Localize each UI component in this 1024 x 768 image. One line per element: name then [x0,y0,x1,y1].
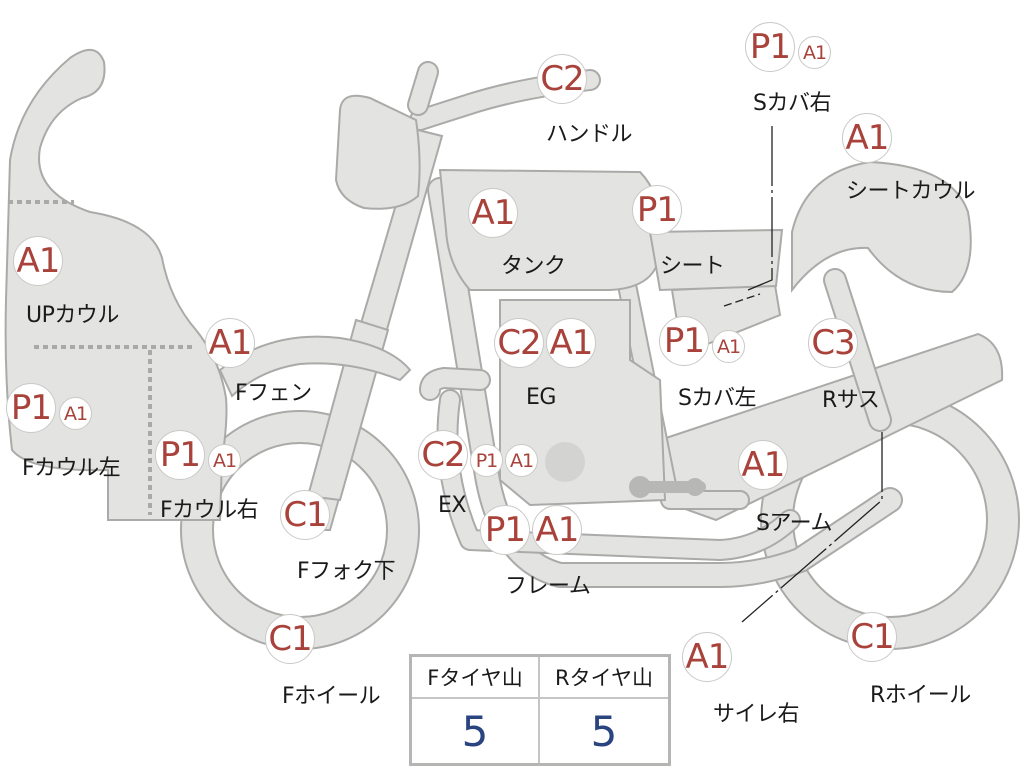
code-badge: A1 [546,318,596,368]
rear-tire-header: Rタイヤ山 [540,657,668,699]
upper-cowl-shape [4,49,228,521]
code-badge-small: A1 [798,36,831,69]
part-label: シート [660,254,725,279]
front-tire-header: Fタイヤ山 [412,657,540,699]
code-badge: P1 [632,185,682,235]
code-badge: A1 [738,440,788,490]
front-fender-shape [218,335,412,398]
code-badge-small: A1 [59,397,92,430]
part-label: Fフェン [235,381,312,406]
part-label: Fカウル左 [22,456,121,481]
code-badge: A1 [842,113,892,163]
part-label: タンク [501,254,566,279]
code-badge: A1 [13,236,63,286]
code-badge-small: P1 [470,444,503,477]
part-label: Fカウル右 [160,498,259,523]
code-badge: A1 [682,632,732,682]
engine-cover-shape [545,442,585,482]
tire-tread-table: Fタイヤ山 Rタイヤ山 5 5 [409,654,671,766]
part-label: UPカウル [26,303,119,328]
part-label: フレーム [505,574,591,599]
code-badge: C2 [418,430,468,480]
code-badge: P1 [659,316,709,366]
code-badge: C1 [280,490,330,540]
code-badge-small: A1 [712,330,745,363]
code-badge: P1 [155,430,205,480]
code-badge: A1 [468,188,518,238]
code-badge: P1 [6,383,56,433]
part-label: Rホイール [870,683,971,708]
code-badge: C1 [847,612,897,662]
part-label: Sカバ左 [678,386,756,411]
part-label: Fホイール [282,684,381,709]
code-badge: A1 [205,318,255,368]
part-label: Sアーム [756,511,833,536]
part-label: Fフォク下 [297,559,396,584]
part-label: Sカバ右 [753,91,831,116]
rear-tire-value: 5 [590,706,618,756]
code-badge: C2 [494,318,544,368]
part-label: ハンドル [546,122,633,147]
code-badge-small: A1 [208,444,241,477]
front-tire-value: 5 [412,699,540,763]
part-label: サイレ右 [713,702,800,727]
code-badge: P1 [745,22,795,72]
code-badge: C1 [265,614,315,664]
code-badge-small: A1 [505,444,538,477]
part-label: シートカウル [846,179,976,204]
part-label: Rサス [822,388,880,413]
code-badge: P1 [480,505,530,555]
code-badge: A1 [532,505,582,555]
part-label: EG [526,385,556,410]
seat-cowl-shape [791,160,972,294]
part-label: EX [438,493,466,518]
seat-shape [648,228,784,292]
headlight-bracket-shape [334,94,421,210]
code-badge: C3 [808,318,858,368]
code-badge: C2 [537,54,587,104]
